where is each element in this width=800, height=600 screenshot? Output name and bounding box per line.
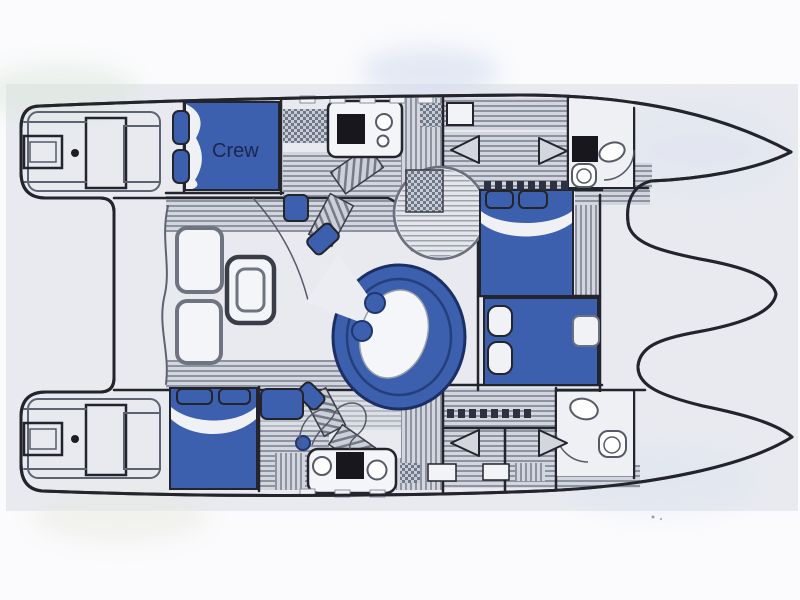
sink xyxy=(598,141,626,163)
instrument-black-square xyxy=(336,452,364,479)
galley-console xyxy=(326,99,404,159)
dial xyxy=(312,456,332,476)
crew-cabin-label: Crew xyxy=(212,140,259,162)
door-swing-arc xyxy=(555,431,589,463)
dial xyxy=(366,459,388,481)
aft-cabin-seat xyxy=(260,388,304,420)
scan-artifact-dots xyxy=(651,515,662,520)
head-bathroom-bottom xyxy=(555,392,633,476)
pillow xyxy=(518,190,548,209)
platform-fitting-dot xyxy=(71,149,79,157)
arrow-right xyxy=(538,137,568,165)
hull-outline-stroke xyxy=(19,93,794,497)
crew-bed xyxy=(184,101,280,191)
aft-cabin-bed xyxy=(169,387,304,490)
pillow xyxy=(487,305,513,337)
wheel-rope-squiggle xyxy=(298,408,336,448)
nav-seat xyxy=(283,194,309,222)
head-bathroom-top xyxy=(569,99,635,188)
pillow xyxy=(218,388,251,405)
blue-fitting xyxy=(295,435,311,451)
sink-bowl xyxy=(375,113,393,131)
cockpit-table xyxy=(175,226,224,294)
stool xyxy=(351,320,373,342)
helm-console xyxy=(295,402,398,495)
stool xyxy=(364,292,386,314)
arrow-right xyxy=(538,429,568,457)
stair-cushion xyxy=(296,381,326,411)
platform-fitting-dot xyxy=(71,435,79,443)
stern-platform-starboard xyxy=(22,398,161,479)
crew-cabin: Crew xyxy=(172,101,280,191)
shower-black-square xyxy=(572,136,598,162)
stove-black-square xyxy=(337,114,365,144)
forward-cabin-bed xyxy=(479,189,574,297)
settee-c-shaped xyxy=(306,254,467,411)
cabin-blind-dashes xyxy=(447,181,568,418)
deck-hatches xyxy=(427,102,600,482)
sink xyxy=(569,397,599,421)
arrow-left xyxy=(450,429,480,457)
door-swing-arc xyxy=(603,149,635,181)
hull-edge-ticks xyxy=(299,95,434,498)
stern-platform-port xyxy=(22,111,161,192)
foredeck-hatch xyxy=(572,315,600,347)
galley-grid-hatch xyxy=(405,169,444,213)
pillow xyxy=(172,110,190,145)
wheel-rope-squiggle xyxy=(334,402,367,450)
pillow xyxy=(487,341,513,375)
saloon-round-table xyxy=(392,165,488,261)
toilet xyxy=(571,163,597,188)
cockpit-tables xyxy=(175,226,277,365)
sink-bowl xyxy=(376,134,390,148)
walkway-door-arrows xyxy=(450,135,568,457)
stair-cushion xyxy=(306,222,340,256)
arrow-left xyxy=(450,135,480,164)
toilet-seat xyxy=(603,436,621,454)
toilet-seat xyxy=(576,168,592,184)
pillow xyxy=(176,388,213,405)
cockpit-table xyxy=(175,299,223,365)
pillow xyxy=(485,190,514,209)
pillow xyxy=(172,149,190,184)
